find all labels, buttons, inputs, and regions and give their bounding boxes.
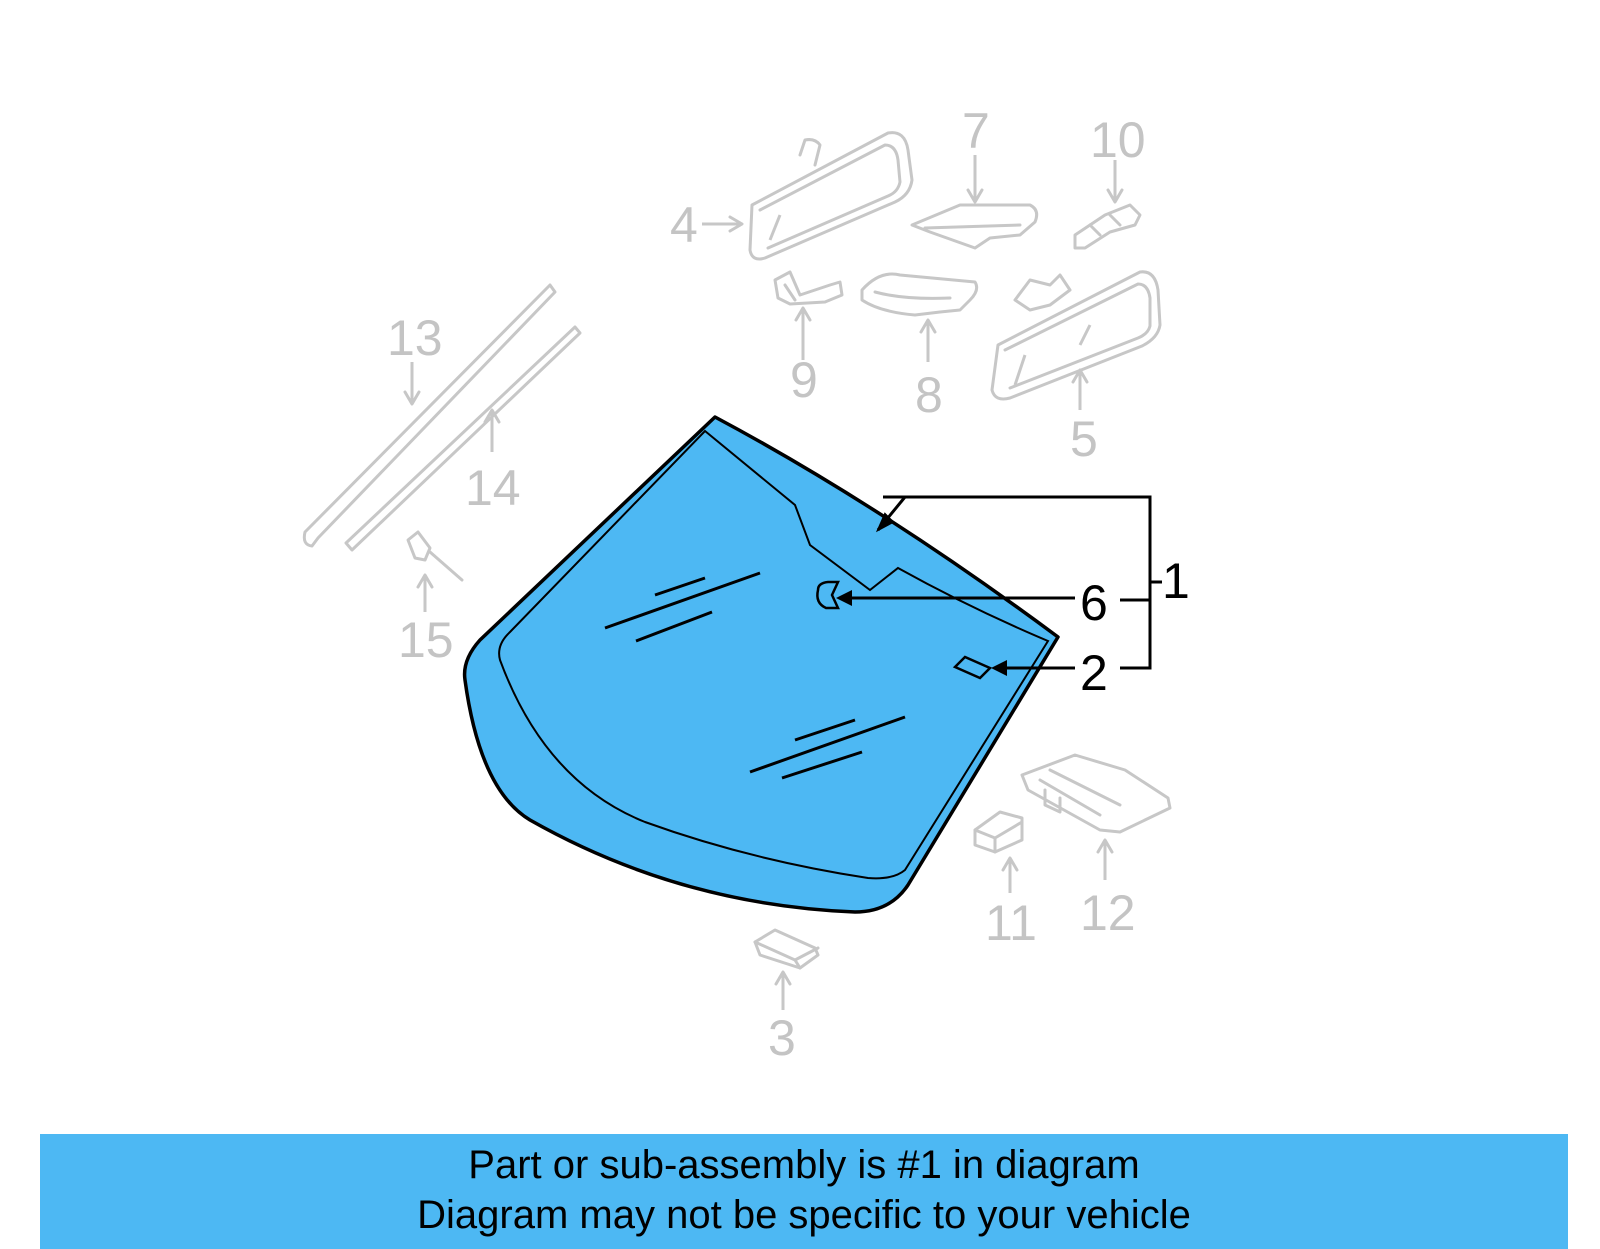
caption-line-2: Diagram may not be specific to your vehi…	[417, 1193, 1191, 1237]
part-6-mount	[816, 580, 840, 610]
callout-2: 2	[1080, 645, 1108, 701]
callout-9: 9	[790, 352, 818, 408]
windshield-glass	[462, 415, 1060, 914]
windshield-part-1	[462, 415, 1060, 914]
part-4-rearview-mirror	[748, 131, 914, 261]
callout-8: 8	[915, 367, 943, 423]
part-14-molding	[344, 325, 582, 552]
callout-15: 15	[398, 612, 454, 668]
part-7-mirror-cover	[910, 155, 1039, 250]
callout-7: 7	[962, 103, 990, 159]
callout-13: 13	[387, 310, 443, 366]
windshield-inner-edge	[498, 429, 1050, 880]
callout-12: 12	[1080, 885, 1136, 941]
caption-band: Part or sub-assembly is #1 in diagram Di…	[40, 1134, 1568, 1249]
part-12-module	[1020, 753, 1172, 880]
part-11-sensor	[973, 810, 1024, 893]
caption-line-1: Part or sub-assembly is #1 in diagram	[468, 1143, 1140, 1187]
part-4-leader	[702, 215, 744, 233]
callout-1: 1	[1162, 553, 1190, 609]
callout-14: 14	[465, 460, 521, 516]
callout-10: 10	[1090, 112, 1146, 168]
callout-11: 11	[985, 895, 1037, 951]
callout-3: 3	[768, 1010, 796, 1066]
part-10-clip	[1073, 160, 1142, 250]
part-9-bracket	[773, 270, 844, 360]
callout-5: 5	[1070, 411, 1098, 467]
callout-4: 4	[670, 197, 698, 253]
part-3-bracket	[753, 928, 820, 1010]
part-13-molding	[302, 283, 557, 548]
part-5-rearview-mirror	[990, 270, 1162, 410]
part-8-cover	[860, 272, 979, 362]
callout-6: 6	[1080, 575, 1108, 631]
part-15-clip	[406, 530, 464, 612]
part-2-tag	[952, 655, 993, 680]
leaders-1-2-6	[836, 495, 1162, 676]
